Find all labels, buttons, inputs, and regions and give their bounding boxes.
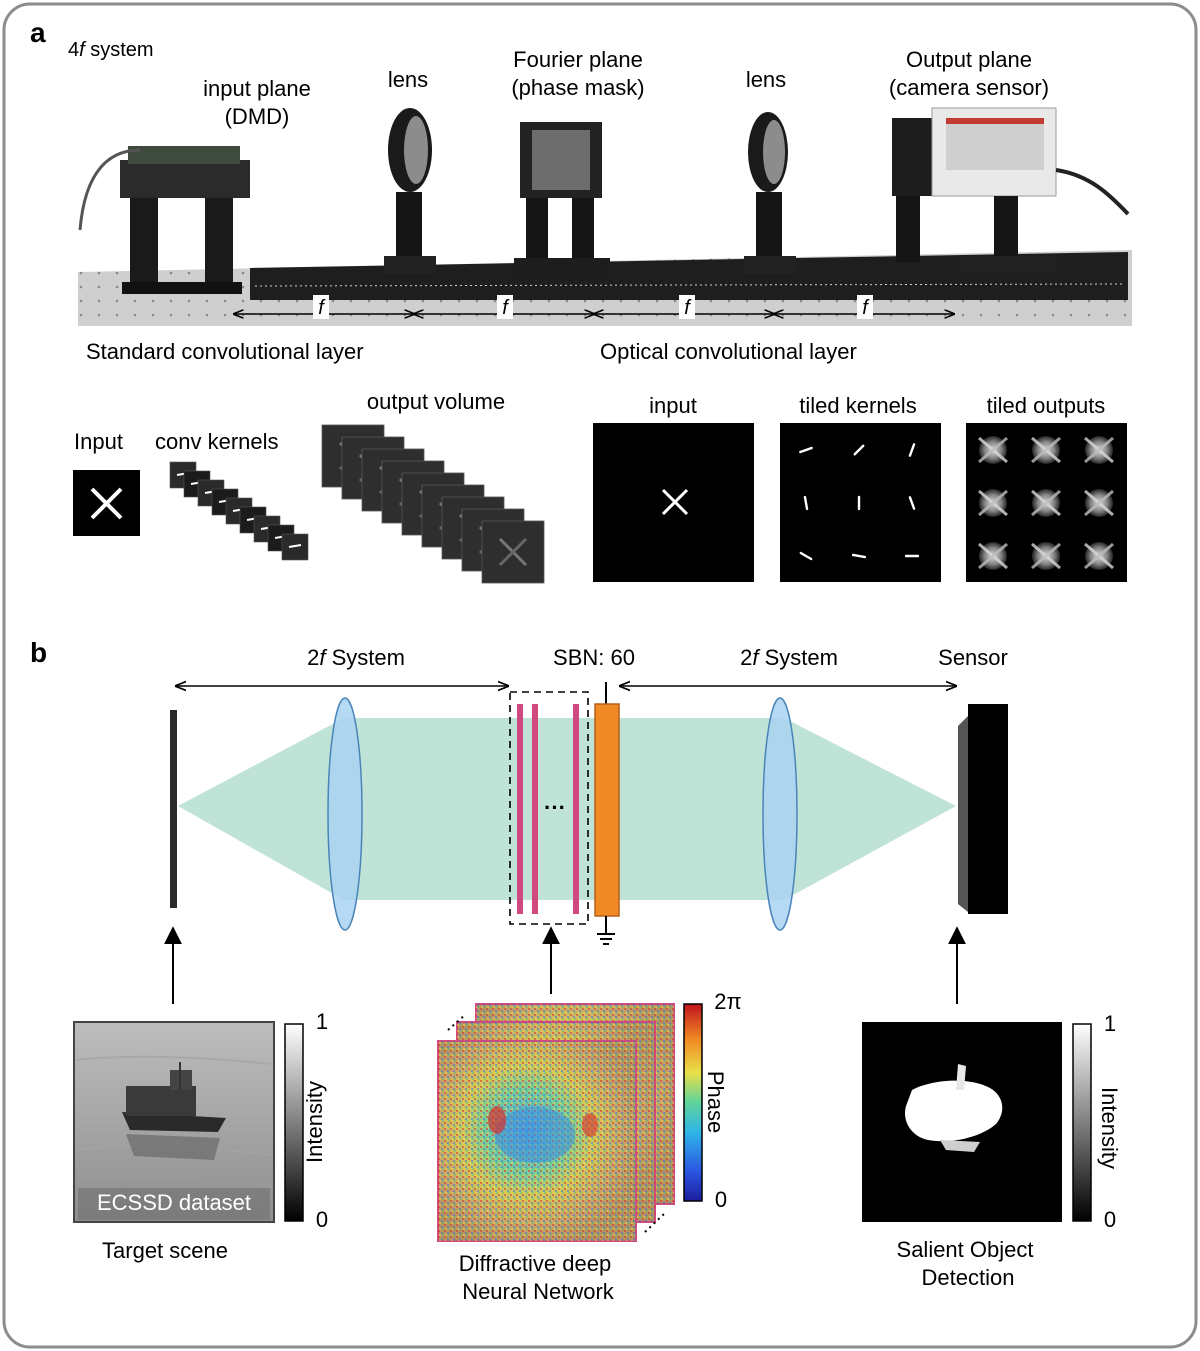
target-scene-image: ECSSD dataset — [73, 1021, 275, 1223]
layer-ellipsis: ··· — [544, 795, 566, 820]
intensity-right-min: 0 — [1104, 1207, 1116, 1232]
four-f-system-label: 4f system — [68, 39, 154, 61]
dmd-device — [78, 146, 250, 294]
tiled-output-stroke — [1084, 542, 1114, 570]
fourier-plane-photo — [514, 122, 610, 278]
d2nn-caption-line1: Diffractive deep — [459, 1251, 611, 1276]
object-plane — [170, 710, 177, 908]
tiled-outputs-label: tiled outputs — [987, 393, 1106, 418]
phase-mask-stack — [437, 1003, 675, 1242]
sod-caption-line2: Detection — [922, 1265, 1015, 1290]
sensor-window — [958, 716, 968, 912]
tiled-output-stroke — [1084, 489, 1114, 517]
phase-mask-label: (phase mask) — [511, 75, 644, 100]
dmd-label: (DMD) — [225, 104, 290, 129]
std-input-label: Input — [74, 429, 123, 454]
fourier-plane-label: Fourier plane — [513, 47, 643, 72]
lens-1-label: lens — [388, 67, 428, 92]
tiled-output-stroke — [978, 436, 1008, 464]
focal-distance-markers: f f f f — [234, 295, 954, 319]
panel-a-letter: a — [30, 17, 46, 48]
lens-2-label: lens — [746, 67, 786, 92]
input-plane-label: input plane — [203, 76, 311, 101]
tiled-kernels-label: tiled kernels — [799, 393, 916, 418]
output-plane-label: Output plane — [906, 47, 1032, 72]
phase-colorbar: 2π 0 Phase — [683, 989, 742, 1212]
optical-bench-photo: f f f f — [78, 107, 1132, 326]
optical-input-image — [593, 423, 754, 582]
distance-f-4: f — [862, 297, 870, 319]
phase-min: 0 — [715, 1187, 727, 1212]
d2nn-caption-line2: Neural Network — [462, 1279, 615, 1304]
camera-sensor-label: (camera sensor) — [889, 75, 1049, 100]
panel-b-letter: b — [30, 637, 47, 668]
dataset-label: ECSSD dataset — [97, 1190, 251, 1215]
output-volume-stack — [321, 424, 545, 584]
tiled-outputs-image — [966, 423, 1127, 582]
target-scene-caption: Target scene — [102, 1238, 228, 1263]
d2nn-layer-n — [573, 704, 579, 914]
tiled-kernels-image — [780, 423, 941, 582]
salient-detection-image — [862, 1022, 1062, 1222]
phase-max: 2π — [714, 989, 741, 1014]
sbn-label: SBN: 60 — [553, 645, 635, 670]
tiled-output-stroke — [978, 489, 1008, 517]
distance-f-1: f — [318, 297, 326, 319]
d2nn-layer-1 — [517, 704, 523, 914]
light-beam — [178, 718, 956, 900]
sbn-crystal — [594, 703, 620, 917]
tiled-kernel-mark — [908, 443, 916, 457]
left-lens — [327, 697, 363, 931]
d2nn-bracket — [509, 691, 589, 925]
conv-kernels-label: conv kernels — [155, 429, 279, 454]
tiled-output-stroke — [978, 542, 1008, 570]
conv-kernel-stroke — [288, 544, 302, 548]
tiled-kernel-mark — [851, 553, 867, 559]
sod-caption-line1: Salient Object — [897, 1237, 1034, 1262]
distance-f-2: f — [502, 297, 510, 319]
phase-title: Phase — [703, 1071, 728, 1133]
tiled-kernel-mark — [799, 446, 813, 454]
tiled-output-stroke — [1031, 542, 1061, 570]
sensor-body — [968, 704, 1008, 914]
std-input-image — [73, 470, 140, 536]
tiled-kernel-mark — [803, 495, 809, 511]
right-lens — [762, 697, 798, 931]
standard-conv-title: Standard convolutional layer — [86, 339, 364, 364]
distance-f-3: f — [684, 297, 692, 319]
output-volume-label: output volume — [367, 389, 505, 414]
tiled-output-stroke — [1031, 489, 1061, 517]
intensity-left-title: Intensity — [302, 1081, 327, 1163]
intensity-left-min: 0 — [316, 1207, 328, 1232]
intensity-right-max: 1 — [1104, 1011, 1116, 1036]
tiled-kernel-mark — [799, 551, 813, 561]
intensity-colorbar-left: 1 0 Intensity — [284, 1009, 328, 1232]
camera-photo — [892, 107, 1130, 272]
tiled-output-stroke — [1084, 436, 1114, 464]
optical-input-label: input — [649, 393, 697, 418]
tiled-kernel-mark — [908, 496, 916, 510]
intensity-right-title: Intensity — [1097, 1087, 1122, 1169]
optical-rail — [250, 252, 1128, 300]
ground-icon — [597, 933, 615, 945]
lens-2-photo — [744, 112, 796, 274]
tiled-kernel-mark — [853, 444, 865, 456]
lens-1-photo — [384, 108, 436, 274]
tiled-output-stroke — [1031, 436, 1061, 464]
left-2f-system-label: 2f System — [307, 645, 405, 670]
conv-kernels-stack — [169, 461, 309, 561]
optical-conv-title: Optical convolutional layer — [600, 339, 857, 364]
output-volume-stroke — [498, 537, 528, 567]
intensity-left-max: 1 — [316, 1009, 328, 1034]
d2nn-layer-2 — [532, 704, 538, 914]
sensor-label: Sensor — [938, 645, 1008, 670]
right-2f-system-label: 2f System — [740, 645, 838, 670]
intensity-colorbar-right: 1 0 Intensity — [1072, 1011, 1122, 1232]
